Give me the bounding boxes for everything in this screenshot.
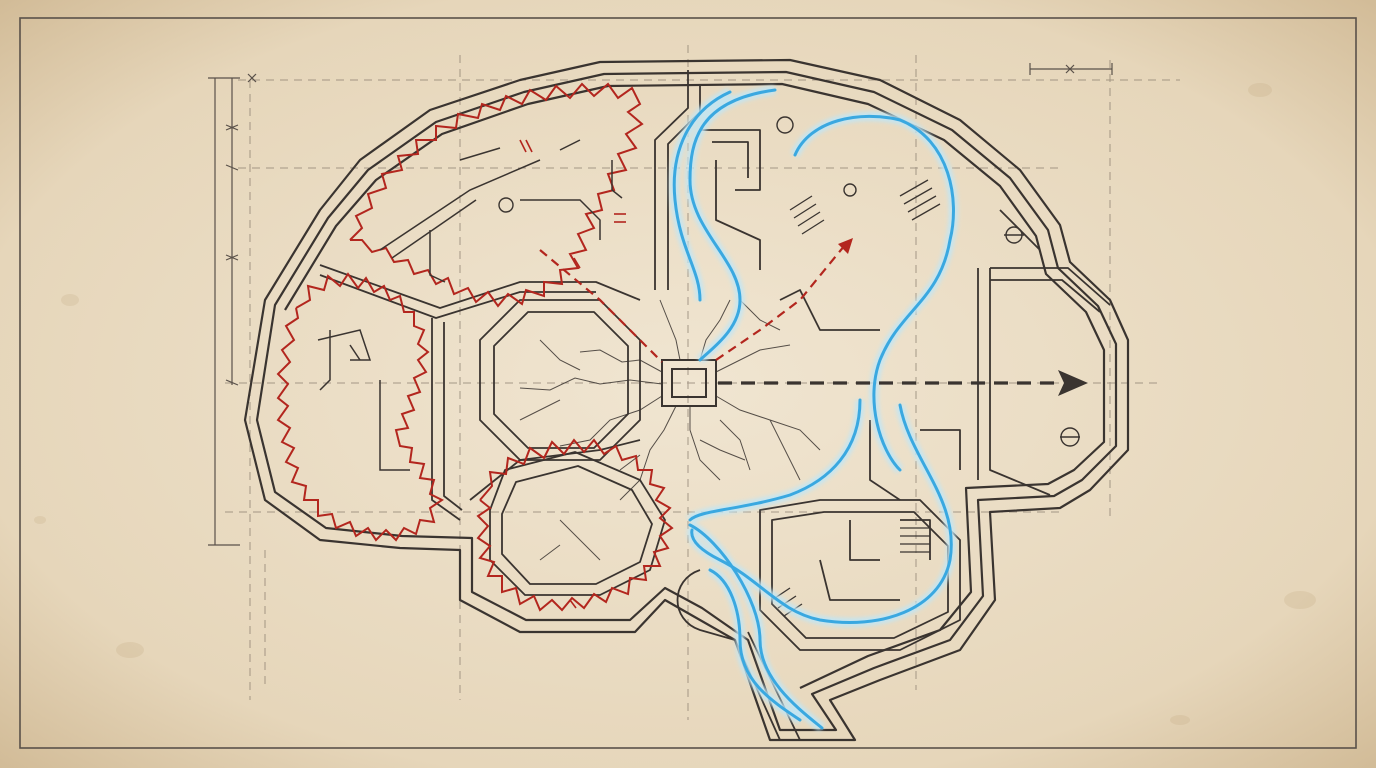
dimension-markers-left xyxy=(208,73,257,546)
red-dashed-paths xyxy=(539,244,846,363)
paper-stains xyxy=(34,83,1316,725)
hatch-details xyxy=(771,179,941,617)
blueprint-frame xyxy=(19,17,1357,749)
red-annotation-marks xyxy=(519,139,626,609)
dashed-arrow-right xyxy=(718,370,1088,396)
brain-outline xyxy=(243,58,1130,742)
blue-channels xyxy=(672,88,955,730)
frontal-detail-lines xyxy=(317,139,623,471)
center-square-node xyxy=(661,359,717,407)
crack-network xyxy=(519,299,821,561)
dimension-markers-right xyxy=(1029,63,1113,75)
node-circles xyxy=(498,116,1080,447)
red-arrow-head xyxy=(838,238,853,254)
red-zigzag-boundaries xyxy=(276,82,674,612)
